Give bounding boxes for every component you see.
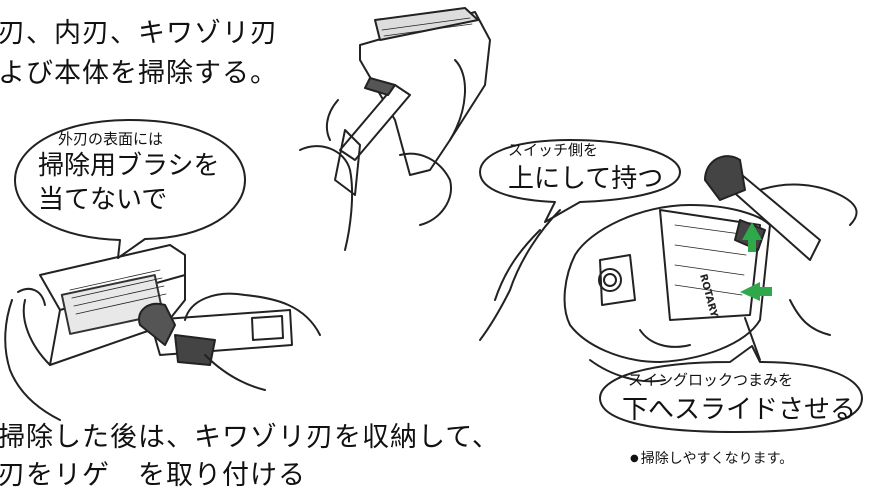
green-arrows — [740, 222, 772, 301]
left-callout-bubble — [14, 119, 246, 259]
cleaning-note: 掃除しやすくなります。 — [630, 448, 793, 468]
right-top-callout-large-text: 上にして持つ — [508, 164, 664, 194]
cleaning-note-text: 掃除しやすくなります。 — [640, 451, 794, 467]
right-top-callout-small-text: スイッチ側を — [508, 141, 599, 159]
center-shaver-illustration — [299, 7, 491, 251]
right-bottom-callout-bubble — [599, 345, 863, 433]
footer-line-1: 掃除した後は、キワゾリ刃を収納して、 — [0, 422, 500, 453]
right-top-callout-bubble — [479, 139, 681, 223]
instruction-line-2: よび本体を掃除する。 — [0, 58, 278, 89]
left-callout-line-1: 掃除用ブラシを — [38, 151, 220, 181]
illustration-canvas: ROTARY — [4, 7, 863, 433]
arrow-up-icon — [742, 222, 762, 252]
callout-pointer-line — [744, 317, 761, 361]
left-cleaning-illustration — [4, 244, 321, 421]
instruction-line-1: 刃、内刃、キワゾリ刃 — [0, 18, 278, 49]
right-bottom-callout-small-text: スイングロックつまみを — [628, 371, 794, 389]
right-bottom-callout-large-text: 下へスライドさせる — [622, 395, 857, 425]
left-callout-small-text: 外刃の表面には — [58, 130, 164, 148]
arrow-left-icon — [740, 282, 772, 301]
left-callout-line-2: 当てないで — [38, 185, 168, 215]
right-shaver-illustration — [479, 155, 858, 383]
